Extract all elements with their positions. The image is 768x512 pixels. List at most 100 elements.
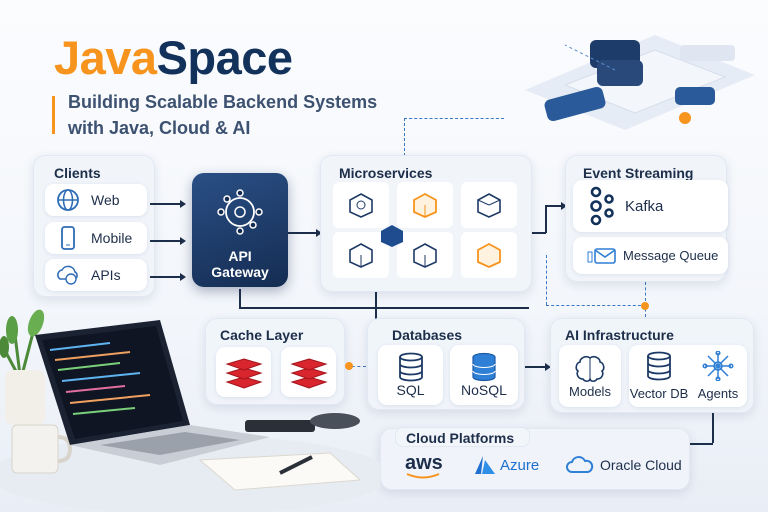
database-icon [472,352,496,382]
message-queue-card[interactable]: Message Queue [573,237,728,274]
microservices-panel: Microservices [320,155,532,292]
databases-title: Databases [392,327,463,343]
envelope-icon [587,247,616,264]
notebook-icon [198,452,362,491]
brain-icon [575,355,605,382]
connector [375,292,377,320]
connector [532,232,546,234]
gateway-label-1: API [228,248,252,264]
client-web[interactable]: Web [45,184,147,216]
nosql-db[interactable]: NoSQL [450,345,518,405]
mouse-icon [310,413,360,429]
oracle-label: Oracle Cloud [600,457,682,473]
plant-icon [0,309,45,425]
client-label: Mobile [91,230,133,246]
globe-icon [57,189,79,211]
vector-db-label: Vector DB [629,386,689,401]
vector-db[interactable]: Vector DB [629,351,689,401]
aws-logo[interactable]: aws [405,452,443,479]
server-illustration [525,35,755,130]
network-hub-icon [217,189,263,235]
agents-network-icon [702,350,734,382]
arrow [525,363,551,370]
event-streaming-title: Event Streaming [583,165,694,181]
service-node[interactable] [333,182,389,228]
kafka-label: Kafka [625,197,664,215]
desk-illustration [0,309,380,512]
arrow [150,237,186,244]
client-mobile[interactable]: Mobile [45,222,147,254]
kafka-icon [590,186,614,226]
connector [404,118,504,119]
cache-layer-panel: Cache Layer [205,318,345,405]
connector [545,205,547,233]
microservices-title: Microservices [339,165,433,181]
central-cube-icon [381,225,403,247]
vector-agents-card: Vector DB Agents [629,345,747,407]
database-icon [398,352,423,382]
phone-icon [61,226,75,250]
connector [404,118,405,156]
laptop-icon [35,320,270,465]
azure-icon [475,456,495,474]
sql-label: SQL [396,382,425,398]
connector [346,366,366,367]
brand-title: JavaSpace [54,31,293,84]
cube-icon [477,242,501,268]
redis-icon [289,358,328,389]
arrow [288,229,322,236]
oracle-cloud-logo[interactable]: Oracle Cloud [565,455,682,475]
cloud-icon [566,456,594,473]
databases-panel: Databases SQL NoSQL [367,318,525,410]
arrow [545,202,567,209]
mug-icon [11,424,73,474]
models-card[interactable]: Models [559,345,621,407]
redis-node[interactable] [216,347,271,397]
subtitle-line-1: Building Scalable Backend Systems [68,92,378,112]
azure-label: Azure [500,456,540,474]
connector [239,307,529,309]
service-node[interactable] [397,232,453,278]
cloud-title-tab: Cloud Platforms [395,427,530,447]
client-apis[interactable]: APIs [45,259,147,291]
agents[interactable]: Agents [689,350,747,401]
arrow [150,273,186,280]
cloud-title: Cloud Platforms [406,430,515,446]
cloud-globe-icon [57,265,78,285]
kafka-card[interactable]: Kafka [573,180,728,232]
database-icon [647,351,671,381]
service-grid [333,182,519,278]
api-gateway[interactable]: API Gateway [192,173,288,287]
client-label: APIs [91,267,121,283]
cube-icon [413,243,437,268]
message-queue-label: Message Queue [623,248,719,263]
cube-icon [477,193,501,218]
redis-node[interactable] [281,347,336,397]
clients-title: Clients [54,165,101,181]
subtitle-line-2: with Java, Cloud & AI [68,118,251,138]
phone-on-desk [245,420,315,432]
service-node[interactable] [461,232,517,278]
connector [239,289,241,307]
nosql-label: NoSQL [461,382,507,398]
junction-dot [345,362,353,370]
azure-logo[interactable]: Azure [473,455,539,475]
connector [546,255,547,305]
client-label: Web [91,192,120,208]
cube-icon [413,192,437,218]
connector [546,305,646,306]
sql-db[interactable]: SQL [378,345,443,405]
aws-smile-icon [406,473,440,479]
cube-icon [349,243,373,268]
service-node[interactable] [461,182,517,228]
cache-title: Cache Layer [220,327,304,343]
service-node[interactable] [333,232,389,278]
connector [645,282,646,317]
gateway-label-2: Gateway [211,264,269,280]
arrow [150,200,186,207]
ai-title: AI Infrastructure [565,327,674,343]
models-label: Models [569,383,611,399]
connector [690,443,713,445]
junction-dot [641,302,649,310]
service-node[interactable] [397,182,453,228]
